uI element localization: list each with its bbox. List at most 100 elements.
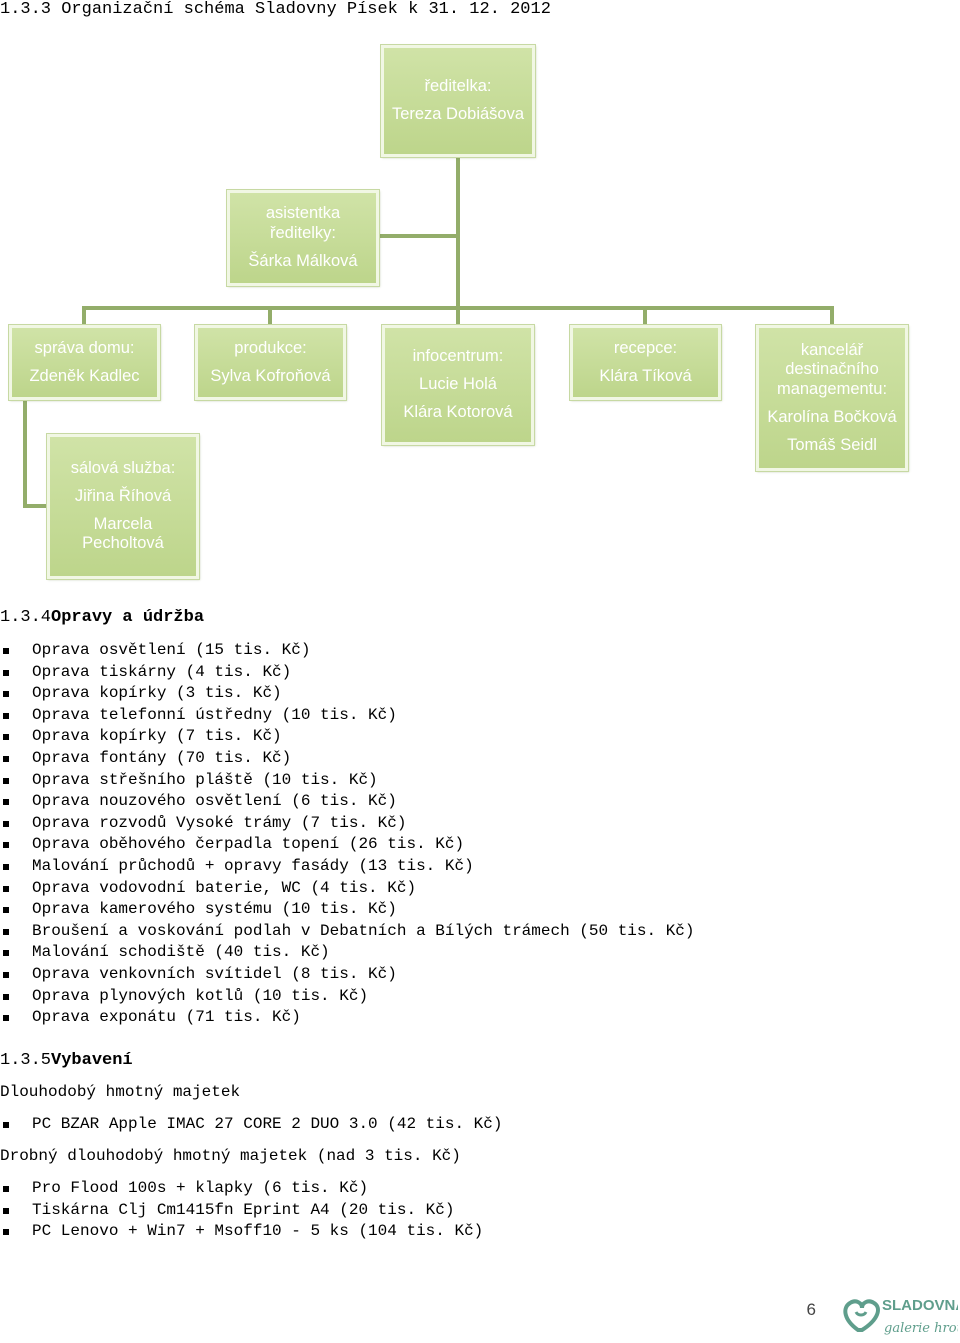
bullet-icon — [3, 777, 9, 784]
person-name: Lucie Holá — [419, 375, 497, 394]
role-label: ředitelky: — [269, 224, 337, 243]
connector-director-trunk — [456, 156, 460, 308]
list-item: Oprava venkovních svítidel (8 tis. Kč) — [0, 964, 695, 986]
list-item-text: Oprava exponátu (71 tis. Kč) — [32, 1008, 301, 1027]
list-item-text: Oprava osvětlení (15 tis. Kč) — [32, 641, 311, 659]
bullet-icon — [3, 1186, 9, 1192]
list-item: Oprava rozvodů Vysoké trámy (7 tis. Kč) — [0, 813, 695, 835]
section-heading-equipment: 1.3.5Vybavení — [0, 1051, 133, 1070]
list-item: Oprava exponátu (71 tis. Kč) — [0, 1007, 695, 1029]
section-title: Vybavení — [51, 1051, 133, 1070]
section-number: 1.3.3 — [0, 0, 52, 19]
person-name: Klára Kotorová — [403, 402, 513, 421]
list-item-text: PC Lenovo + Win7 + Msoff10 - 5 ks (104 t… — [32, 1222, 484, 1241]
list-item-text: Oprava vodovodní baterie, WC (4 tis. Kč) — [32, 878, 417, 897]
person-name: Zdeněk Kadlec — [29, 366, 140, 385]
long-term-assets-label: Dlouhodobý hmotný majetek — [0, 1083, 241, 1101]
bullet-icon — [3, 863, 9, 870]
list-item-text: Oprava tiskárny (4 tis. Kč) — [32, 662, 292, 681]
list-item: Malování schodiště (40 tis. Kč) — [0, 942, 695, 964]
org-box-building-management: správa domu: Zdeněk Kadlec — [8, 324, 161, 401]
page-number: 6 — [806, 1300, 816, 1319]
person-name: Klára Tíková — [599, 366, 692, 385]
org-box-infocentre: infocentrum: Lucie Holá Klára Kotorová — [381, 324, 535, 446]
list-item: PC Lenovo + Win7 + Msoff10 - 5 ks (104 t… — [0, 1221, 483, 1243]
bullet-icon — [3, 1015, 9, 1022]
logo-text: SLADOVNA — [882, 1297, 958, 1314]
role-label: sálová služba: — [70, 458, 176, 477]
list-item: Oprava telefonní ústředny (10 tis. Kč) — [0, 705, 695, 727]
list-item-text: Oprava střešního pláště (10 tis. Kč) — [32, 770, 378, 789]
long-term-assets-list: PC BZAR Apple IMAC 27 CORE 2 DUO 3.0 (42… — [0, 1114, 502, 1136]
role-label: managementu: — [776, 380, 888, 399]
small-assets-label: Drobný dlouhodobý hmotný majetek (nad 3 … — [0, 1147, 461, 1165]
connector-hall-vertical — [23, 398, 27, 506]
bullet-icon — [3, 1207, 9, 1214]
list-item: Oprava kopírky (3 tis. Kč) — [0, 683, 695, 705]
list-item-text: Oprava venkovních svítidel (8 tis. Kč) — [32, 964, 397, 983]
bullet-icon — [3, 971, 9, 978]
person-name: Tereza Dobiášova — [391, 105, 525, 123]
repairs-list: Oprava osvětlení (15 tis. Kč) Oprava tis… — [0, 640, 695, 1029]
list-item: Broušení a voskování podlah v Debatních … — [0, 921, 695, 943]
bullet-icon — [3, 1122, 9, 1128]
list-item-text: Oprava fontány (70 tis. Kč) — [32, 748, 292, 767]
section-title: Opravy a údržba — [51, 608, 205, 627]
bullet-icon — [3, 885, 9, 892]
bullet-icon — [3, 712, 9, 719]
list-item-text: Pro Flood 100s + klapky (6 tis. Kč) — [32, 1179, 369, 1197]
org-box-production: produkce: Sylva Kofroňová — [194, 324, 347, 401]
bullet-icon — [3, 950, 9, 957]
bullet-icon — [3, 755, 9, 762]
list-item: Oprava kopírky (7 tis. Kč) — [0, 726, 695, 748]
sladovna-logo: SLADOVNA galerie hrou — [843, 1297, 958, 1336]
list-item-text: Tiskárna Clj Cm1415fn Eprint A4 (20 tis.… — [32, 1200, 455, 1219]
person-name: Jiřina Říhová — [74, 486, 172, 505]
list-item: Tiskárna Clj Cm1415fn Eprint A4 (20 tis.… — [0, 1200, 483, 1222]
list-item: PC BZAR Apple IMAC 27 CORE 2 DUO 3.0 (42… — [0, 1114, 502, 1136]
list-item-text: Malování schodiště (40 tis. Kč) — [32, 943, 330, 962]
person-name: Marcela — [93, 514, 153, 533]
connector-drop-5 — [830, 306, 834, 326]
org-box-destination-management: kancelář destinačního managementu: Karol… — [755, 324, 909, 472]
role-label: správa domu: — [34, 338, 135, 357]
org-box-assistant: asistentka ředitelky: Šárka Málková — [226, 189, 380, 287]
connector-drop-2 — [268, 306, 272, 326]
list-item: Oprava osvětlení (15 tis. Kč) — [0, 640, 695, 662]
list-item: Oprava tiskárny (4 tis. Kč) — [0, 662, 695, 684]
list-item: Pro Flood 100s + klapky (6 tis. Kč) — [0, 1178, 483, 1200]
role-label: kancelář — [800, 340, 864, 359]
bullet-icon — [3, 799, 9, 806]
org-box-reception: recepce: Klára Tíková — [569, 324, 722, 401]
section-number: 1.3.4 — [0, 608, 52, 627]
bullet-icon — [3, 820, 9, 827]
org-box-director: ředitelka: Tereza Dobiášova — [380, 44, 536, 158]
list-item-text: Oprava rozvodů Vysoké trámy (7 tis. Kč) — [32, 813, 407, 832]
bullet-icon — [3, 993, 9, 1000]
bullet-icon — [3, 842, 9, 849]
connector-hall-horizontal — [23, 504, 49, 508]
person-name: Pecholtová — [82, 534, 164, 553]
list-item: Oprava střešního pláště (10 tis. Kč) — [0, 770, 695, 792]
connector-drop-1 — [82, 306, 86, 326]
list-item: Malování průchodů + opravy fasády (13 ti… — [0, 856, 695, 878]
role-label: produkce: — [234, 338, 307, 357]
list-item: Oprava fontány (70 tis. Kč) — [0, 748, 695, 770]
logo-subtext: galerie hrou — [884, 1321, 958, 1336]
list-item-text: Oprava plynových kotlů (10 tis. Kč) — [32, 986, 369, 1005]
person-name: Tomáš Seidl — [787, 435, 877, 454]
list-item-text: Oprava telefonní ústředny (10 tis. Kč) — [32, 705, 397, 724]
role-label: infocentrum: — [412, 347, 504, 366]
small-assets-list: Pro Flood 100s + klapky (6 tis. Kč) Tisk… — [0, 1178, 483, 1243]
list-item-text: Broušení a voskování podlah v Debatních … — [32, 921, 695, 940]
bullet-icon — [3, 669, 9, 676]
role-label: destinačního — [785, 360, 879, 379]
bullet-icon — [3, 1229, 9, 1236]
section-heading-org-chart: 1.3.3 Organizační schéma Sladovny Písek … — [0, 0, 551, 19]
bullet-icon — [3, 907, 9, 914]
bullet-icon — [3, 928, 9, 935]
list-item-text: PC BZAR Apple IMAC 27 CORE 2 DUO 3.0 (42… — [32, 1115, 503, 1133]
org-box-hall-service: sálová služba: Jiřina Říhová Marcela Pec… — [46, 433, 200, 580]
list-item-text: Oprava nouzového osvětlení (6 tis. Kč) — [32, 792, 397, 811]
list-item-text: Oprava kopírky (7 tis. Kč) — [32, 727, 282, 746]
